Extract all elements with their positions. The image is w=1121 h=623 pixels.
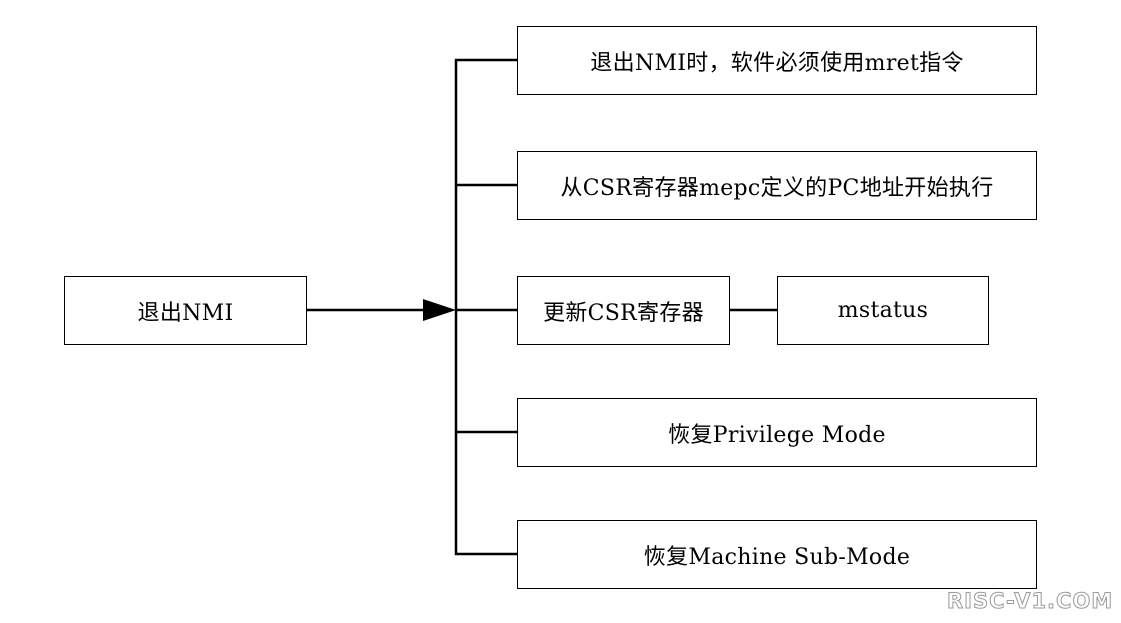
mepc-execute-box: 从CSR寄存器mepc定义的PC地址开始执行 bbox=[517, 151, 1037, 220]
mret-instruction-label: 退出NMI时，软件必须使用mret指令 bbox=[590, 50, 964, 76]
mret-instruction-box: 退出NMI时，软件必须使用mret指令 bbox=[517, 26, 1037, 95]
mstatus-box: mstatus bbox=[777, 276, 989, 345]
mepc-execute-label: 从CSR寄存器mepc定义的PC地址开始执行 bbox=[560, 175, 994, 201]
arrowhead-icon bbox=[423, 299, 456, 321]
exit-nmi-label: 退出NMI bbox=[137, 300, 234, 326]
update-csr-box: 更新CSR寄存器 bbox=[517, 276, 730, 345]
mstatus-label: mstatus bbox=[837, 298, 929, 323]
restore-privilege-mode-box: 恢复Privilege Mode bbox=[517, 398, 1037, 467]
update-csr-label: 更新CSR寄存器 bbox=[543, 300, 704, 326]
restore-machine-submode-label: 恢复Machine Sub-Mode bbox=[643, 544, 911, 570]
watermark: RISC-V1.COM bbox=[946, 589, 1114, 614]
restore-machine-submode-box: 恢复Machine Sub-Mode bbox=[517, 520, 1037, 589]
restore-privilege-mode-label: 恢复Privilege Mode bbox=[668, 422, 886, 448]
exit-nmi-box: 退出NMI bbox=[64, 276, 307, 345]
